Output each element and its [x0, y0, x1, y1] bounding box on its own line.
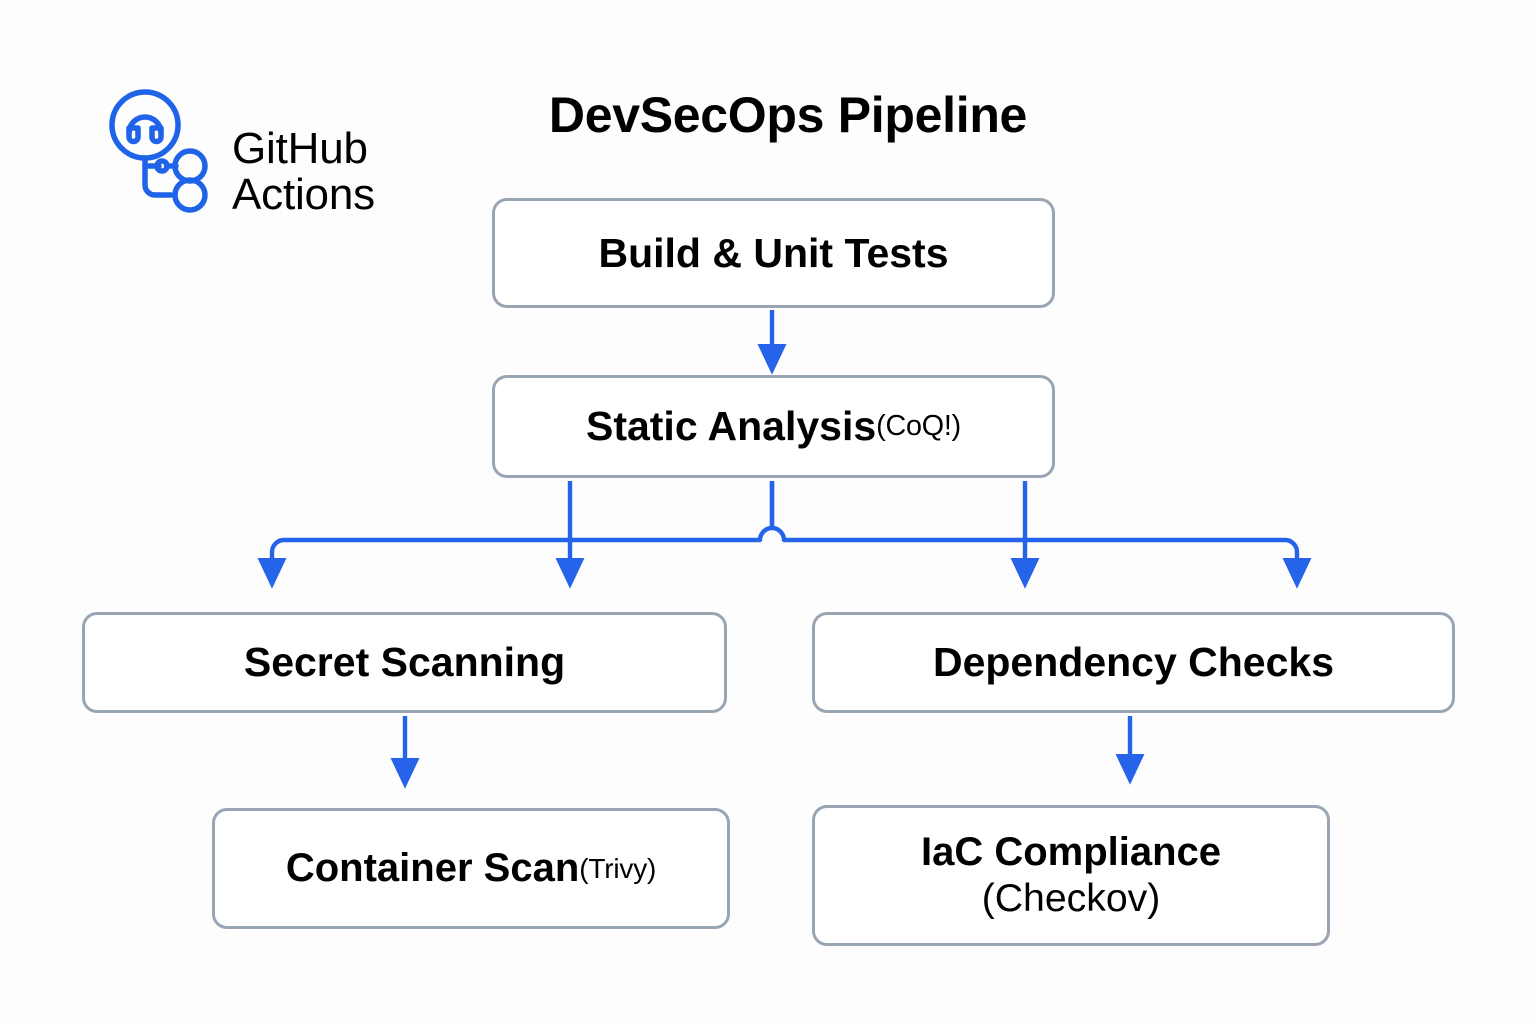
github-actions-brand: GitHub Actions — [104, 82, 375, 218]
node-container-scan-tool: (Trivy) — [579, 852, 657, 884]
node-static-analysis[interactable]: Static Analysis (CoQ!) — [492, 375, 1055, 478]
page-title: DevSecOps Pipeline — [548, 87, 1028, 143]
edge-static-to-dependency-outer — [769, 481, 1312, 589]
edge-static-to-secret-outer — [257, 481, 775, 589]
node-build-unit-tests[interactable]: Build & Unit Tests — [492, 198, 1055, 308]
node-secret-scanning-label: Secret Scanning — [243, 639, 566, 686]
node-build-unit-tests-label: Build & Unit Tests — [598, 229, 949, 276]
brand-name: GitHub Actions — [232, 124, 375, 219]
node-iac-compliance-label: IaC Compliance — [920, 829, 1222, 874]
node-iac-compliance-tool: (Checkov) — [981, 876, 1161, 920]
node-secret-scanning[interactable]: Secret Scanning — [82, 612, 727, 713]
node-iac-compliance-text: IaC Compliance (Checkov) — [921, 829, 1221, 922]
node-container-scan-label: Container Scan — [285, 845, 580, 890]
node-container-scan[interactable]: Container Scan (Trivy) — [212, 808, 730, 929]
node-static-analysis-tool: (CoQ!) — [876, 409, 962, 442]
node-dependency-checks-label: Dependency Checks — [932, 639, 1335, 686]
node-static-analysis-label: Static Analysis — [585, 403, 877, 450]
node-dependency-checks[interactable]: Dependency Checks — [812, 612, 1455, 713]
node-iac-compliance[interactable]: IaC Compliance (Checkov) — [812, 805, 1330, 946]
github-actions-logo-icon — [104, 84, 224, 216]
